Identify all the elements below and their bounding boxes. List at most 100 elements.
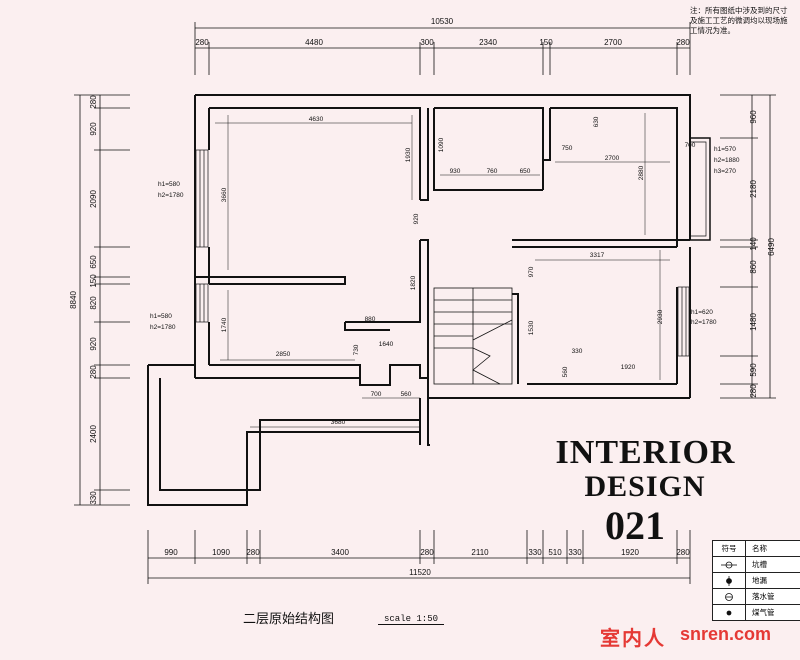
inner-wall-top-left (209, 107, 421, 200)
bottom-seg-6: 330 (528, 548, 542, 557)
dim-1920: 1920 (621, 364, 636, 371)
left-ticks (74, 94, 130, 506)
construction-note: 注：所有图纸中涉及到的尺寸及施工工艺的微调均以现场施工情况为准。 (690, 6, 788, 35)
legend-row: 煤气管 (713, 605, 800, 620)
legend-row: 地漏 (713, 573, 800, 589)
w3-h3: h3=270 (714, 168, 736, 175)
bottom-dim-labels: 990 1090 280 3400 280 2110 330 510 330 1… (164, 548, 690, 577)
legend-item-name: 地漏 (752, 576, 767, 585)
right-seg-4: 1480 (749, 313, 758, 331)
legend-item-name: 坑槽 (752, 560, 767, 569)
left-seg-3: 650 (89, 255, 98, 269)
top-seg-3: 2340 (479, 38, 497, 47)
floor-drain-cross-icon (713, 557, 746, 572)
gas-pipe-icon (713, 605, 746, 620)
dim-920: 920 (413, 213, 420, 224)
left-seg-7: 280 (89, 365, 98, 379)
left-seg-6: 920 (89, 337, 98, 351)
bottom-seg-5: 2110 (471, 548, 489, 557)
top-seg-1: 4480 (305, 38, 323, 47)
dim-2850: 2850 (276, 351, 291, 358)
dim-560a: 560 (562, 366, 569, 377)
dim-730: 730 (353, 344, 360, 355)
left-seg-9: 330 (89, 491, 98, 505)
left-seg-2: 2090 (89, 190, 98, 208)
dim-880: 880 (365, 316, 376, 323)
bottom-seg-4: 280 (420, 548, 434, 557)
drawing-scale: scale 1:50 (378, 614, 445, 625)
dim-700b: 700 (371, 391, 382, 398)
right-seg-6: 280 (749, 384, 758, 398)
top-seg-4: 150 (539, 38, 553, 47)
dim-2880: 2880 (638, 165, 645, 180)
top-dim-labels: 10530 280 4480 300 2340 150 2700 280 (195, 17, 690, 47)
legend-item-name: 落水管 (752, 592, 775, 601)
drawing-title: 二层原始结构图 (243, 612, 335, 627)
top-seg-0: 280 (195, 38, 209, 47)
bottom-seg-10: 280 (676, 548, 690, 557)
windows (195, 137, 711, 357)
w3-h1: h1=570 (714, 146, 736, 153)
bottom-seg-0: 990 (164, 548, 178, 557)
dim-1090: 1090 (438, 137, 445, 152)
dim-3680: 3680 (331, 419, 346, 426)
dim-3660: 3660 (221, 187, 228, 202)
inner-wall-top-right (550, 107, 678, 138)
bottom-seg-3: 3400 (331, 548, 349, 557)
dim-1930: 1930 (405, 147, 412, 162)
inner-dim-labels: 4630 1930 1090 630 750 700 2700 2880 930… (221, 116, 696, 426)
right-ticks (720, 94, 776, 399)
window-right-lower (677, 286, 690, 357)
right-seg-0: 960 (749, 110, 758, 124)
dim-560b: 560 (401, 391, 412, 398)
dim-1820: 1820 (410, 275, 417, 290)
dim-1740: 1740 (221, 317, 228, 332)
w2-h2: h2=1780 (150, 324, 176, 331)
dim-970: 970 (528, 266, 535, 277)
bottom-seg-1: 1090 (212, 548, 230, 557)
right-seg-1: 2180 (749, 180, 758, 198)
top-seg-2: 300 (420, 38, 434, 47)
legend-item-name: 煤气管 (752, 608, 775, 617)
left-total-label: 8840 (69, 291, 78, 309)
legend-row: 坑槽 (713, 557, 800, 573)
w4-h2: h2=1780 (691, 319, 717, 326)
left-dim-labels: 8840 280 920 2090 650 150 820 920 280 24… (69, 95, 98, 505)
dim-1640: 1640 (379, 341, 394, 348)
outer-wall-top (195, 94, 691, 138)
left-seg-8: 2400 (89, 425, 98, 443)
inner-dim-lines (215, 113, 670, 428)
window-height-labels: h1=580 h2=1780 h1=580 h2=1780 h1=570 h2=… (150, 146, 740, 331)
window-left-upper (195, 149, 209, 248)
dim-330: 330 (572, 348, 583, 355)
right-seg-2: 140 (749, 237, 758, 251)
window-left-lower (195, 283, 209, 323)
bottom-total-label: 11520 (409, 568, 431, 577)
left-seg-1: 920 (89, 122, 98, 136)
top-seg-6: 280 (676, 38, 690, 47)
dim-3317: 3317 (590, 252, 605, 259)
legend-header-symbol: 符号 (713, 541, 746, 556)
brand-line-2: DESIGN (584, 470, 706, 503)
bottom-seg-9: 1920 (621, 548, 639, 557)
watermark-cn: 室内人 (600, 626, 666, 650)
top-total-label: 10530 (431, 17, 454, 26)
inner-wall-top-mid (434, 107, 544, 190)
legend-table: 符号 名称 坑槽 地漏 落水管 煤气管 (712, 540, 800, 621)
dim-1530: 1530 (528, 320, 535, 335)
dim-930: 930 (450, 168, 461, 175)
dim-2700: 2700 (605, 155, 620, 162)
floor-drain-icon (713, 573, 746, 588)
top-seg-5: 2700 (604, 38, 622, 47)
right-total-label: 6490 (767, 238, 776, 256)
left-seg-5: 820 (89, 296, 98, 310)
brand-line-3: 021 (605, 503, 665, 548)
dim-700: 700 (685, 142, 696, 149)
bottom-seg-7: 510 (548, 548, 562, 557)
legend-header-name: 名称 (752, 544, 767, 553)
right-dim-labels: 6490 960 2180 140 860 1480 590 280 (749, 110, 776, 398)
bottom-seg-8: 330 (568, 548, 582, 557)
dim-2930: 2930 (657, 309, 664, 324)
